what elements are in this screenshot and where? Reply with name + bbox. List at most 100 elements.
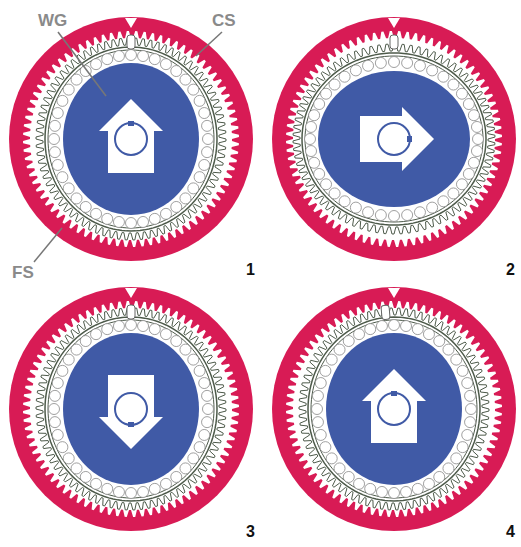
bearing-ball (102, 324, 113, 335)
gear-panel (272, 287, 516, 531)
bearing-ball (312, 417, 323, 428)
arrow-shape (362, 369, 426, 443)
ring-marker (125, 288, 137, 298)
bearing-ball (402, 210, 413, 221)
bearing-ball (52, 378, 63, 389)
part-name: FS (12, 264, 34, 281)
flexspline-teeth (36, 38, 226, 240)
bearing-ball (149, 213, 160, 224)
bearing-ball (91, 59, 102, 70)
bearing-ball (171, 471, 182, 482)
wave-generator (63, 63, 199, 215)
bearing-ball (149, 54, 160, 65)
bearing-ball (448, 188, 459, 199)
ring-marker (125, 18, 137, 28)
bearing-ball (466, 404, 477, 415)
bearing-ball (49, 390, 60, 401)
keyway (128, 121, 134, 126)
bearing-ball (91, 329, 102, 340)
wave-generator (63, 333, 199, 485)
bearing-ball (160, 59, 171, 70)
flexspline-group (36, 308, 226, 510)
bearing-ball (434, 471, 445, 482)
bearing-ball (113, 486, 124, 497)
bearing-ball (52, 429, 63, 440)
bearing-ball (57, 365, 68, 376)
circular-spline (9, 287, 253, 531)
bearing-ball (354, 329, 365, 340)
bearing-ball (57, 172, 68, 183)
bearing-ball (188, 84, 199, 95)
bearing-ball (194, 95, 205, 106)
bearing-ball (80, 201, 91, 212)
flexspline-marker (127, 305, 135, 319)
circular-spline (9, 17, 253, 261)
bearing-ball (138, 321, 149, 332)
callout-number: 2 (506, 262, 515, 278)
bearing-ball (52, 159, 63, 170)
bearing-ball (365, 483, 376, 494)
bearing-ball (160, 208, 171, 219)
callout-number: 3 (246, 524, 255, 540)
bearing-ball (334, 463, 345, 474)
bearing-ball (202, 390, 213, 401)
bearing-ball (202, 147, 213, 158)
bearing-ball (71, 463, 82, 474)
bearing-ball (149, 483, 160, 494)
bearing-ball (102, 213, 113, 224)
flexspline-teeth (36, 308, 226, 510)
bearing-ball (171, 336, 182, 347)
bearing-ball (160, 329, 171, 340)
bearing-ball (402, 57, 413, 68)
bearing-ball (375, 210, 386, 221)
bearing-ball (180, 74, 191, 85)
bearing-ball (376, 486, 387, 497)
bearing-ball (71, 74, 82, 85)
bearing-ball (49, 147, 60, 158)
bearing-ball (71, 193, 82, 204)
bearing-ball (91, 478, 102, 489)
bearing-ball (363, 207, 374, 218)
bearing-ball (438, 196, 449, 207)
bearing-ball (465, 390, 476, 401)
bearing-ball (463, 99, 474, 110)
bearing-ball (312, 404, 323, 415)
internal-teeth (286, 31, 502, 247)
bearing-ball (171, 201, 182, 212)
bearing-ball (126, 50, 137, 61)
internal-teeth (23, 31, 239, 247)
bearing-ball (63, 453, 74, 464)
bearing-ball (203, 134, 214, 145)
bearing-ball (315, 429, 326, 440)
bearing-ball (91, 208, 102, 219)
arrow-shape (99, 375, 163, 449)
bearing-ball (320, 365, 331, 376)
flexspline-ring (45, 317, 217, 501)
part-name: WG (38, 12, 67, 29)
wave-generator (326, 333, 462, 485)
bearing-ball (401, 321, 412, 332)
bearing-ball (473, 134, 484, 145)
circular-spline (272, 287, 516, 531)
hub (115, 393, 147, 425)
bearing-ball (314, 168, 325, 179)
bearing-ball (339, 71, 350, 82)
direction-arrow (99, 375, 163, 449)
bearing-ball (57, 442, 68, 453)
bearing-ball (350, 202, 361, 213)
bearing-ball (443, 344, 454, 355)
callout-number: 4 (506, 524, 515, 540)
bearing-ball (427, 65, 438, 76)
bearing-ball (451, 453, 462, 464)
bearing-ball (194, 365, 205, 376)
bearing-ball (188, 453, 199, 464)
leader-line (34, 228, 62, 262)
flexspline-ring (311, 320, 477, 498)
bearing-ball (457, 365, 468, 376)
bearing-ball (138, 216, 149, 227)
bearing-ball (71, 344, 82, 355)
bearing-ball (126, 320, 137, 331)
internal-teeth (286, 301, 502, 517)
bearing-ball (305, 134, 316, 145)
